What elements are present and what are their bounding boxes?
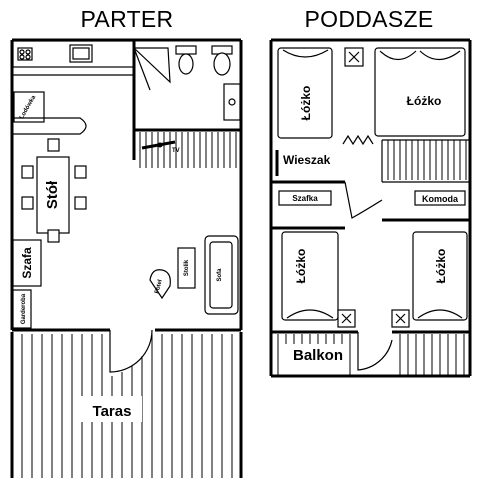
armchair-label: Fotel [154,279,164,295]
garderoba [12,289,32,329]
stairs-poddasze [381,139,470,183]
sink-icon [69,44,93,63]
balcony-label: Balkon [293,347,343,364]
table-label: Stół [44,180,61,209]
chair [74,165,87,179]
dresser-label: Komoda [422,194,459,204]
cabinet [278,190,332,206]
coffee-table [177,247,196,289]
shower-icon [223,83,241,121]
chair [21,165,34,179]
parter-heading: PARTER [81,6,174,32]
terrace: Taras [10,332,243,478]
armchair [149,269,171,300]
bed-bottom-right [412,231,468,321]
coffee-table-label: Stolik [184,259,190,276]
fridge [13,91,45,123]
poddasze-plan: Łóżko Łóżko [269,38,472,378]
wardrobe-label: Szafa [20,247,34,279]
bed-bottom-right-label: Łóżko [434,249,448,284]
cabinet-label: Szafka [292,194,318,203]
chair [74,196,87,210]
poddasze-heading: PODDASZE [305,6,434,32]
bar-counter [13,117,87,135]
dresser [414,190,466,206]
chair [47,229,60,243]
balcony: Balkon [277,334,465,375]
toilet-tank [175,45,197,55]
garderoba-label: Garderoba [21,293,27,324]
terrace-label: Taras [93,403,132,420]
chair [21,196,34,210]
bed-top-left-label: Łóżko [299,86,313,121]
chair [47,138,60,152]
bed-top-right-label: Łóżko [407,94,442,108]
stove-icon [17,47,33,61]
wardrobe [12,239,42,287]
bathroom-door [132,47,171,84]
bed-bottom-left [281,231,339,321]
bed-top-left [277,47,333,139]
toilet-icon-2 [213,52,231,76]
stairs-parter [139,132,237,168]
bed-bottom-left-label: Łóżko [294,249,308,284]
terrace-door [109,329,153,373]
sofa [204,235,239,315]
toilet-icon [178,53,194,75]
balcony-door [357,332,393,371]
sofa-label: Sofa [217,268,223,282]
bed-top-right [374,47,466,137]
zigzag-marker [342,134,374,146]
coat-rack-label: Wieszak [283,153,331,167]
hall-door [344,181,383,219]
parter-plan: Lodówka [10,38,243,478]
tv-label: TV [172,148,180,154]
